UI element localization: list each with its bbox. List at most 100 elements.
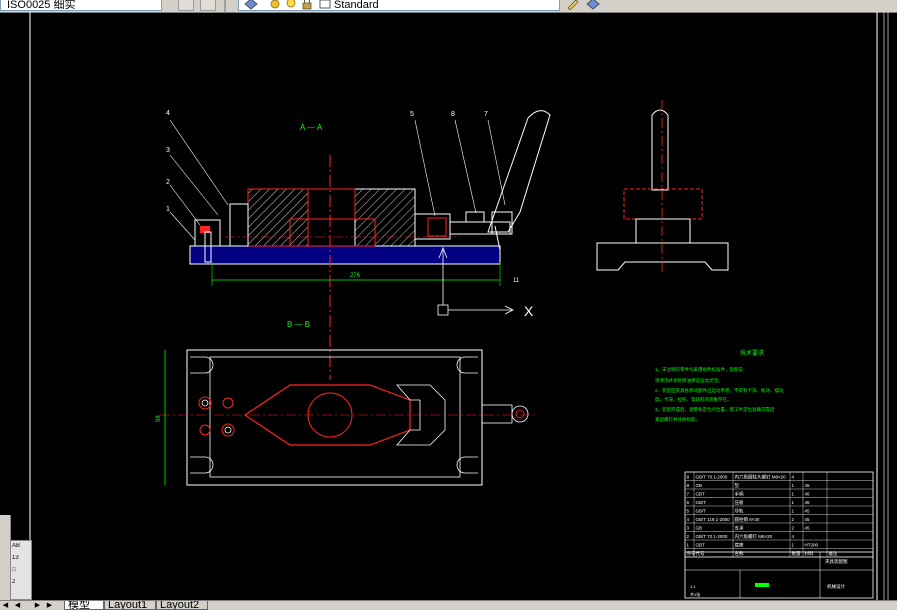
bolt-2 [222, 397, 234, 409]
bom-cell: GB [696, 483, 703, 488]
bom-header-cell: 名称 [735, 550, 744, 557]
prev-tab-icon[interactable]: ◀ [14, 602, 21, 609]
palette-row-3[interactable]: □ [12, 567, 16, 573]
bom-cell: 5 [687, 509, 690, 514]
bom-cell: 8 [687, 483, 690, 488]
bom-cell: 2 [792, 517, 795, 522]
bom-cell: 3 [687, 526, 690, 531]
clamp-jaw [396, 384, 446, 446]
base-plate [189, 245, 501, 265]
ucs-x-label: X [524, 303, 534, 319]
properties-icon[interactable] [566, 0, 580, 10]
layer-combo[interactable]: ISO0025 细实 [0, 0, 172, 11]
tech-line-3: 2、装配后夹具各移动部件应运动平稳，不得有卡滞、松动、摆动 [655, 387, 784, 394]
workpiece-top [307, 188, 356, 220]
leader-2 [169, 184, 201, 226]
title-block: 夹具装配图 机械设计 1:1 共1张 [684, 551, 874, 599]
bom-cell: 底座 [735, 542, 744, 549]
bom-cell: 1 [792, 500, 795, 505]
section-aa-label: A — A [300, 123, 323, 132]
tech-line-6: 紧固螺钉并涂防松胶。 [655, 416, 700, 423]
side-base [596, 242, 729, 271]
nut [465, 211, 485, 223]
bom-cell: 圆柱销 6×30 [735, 516, 760, 523]
left-clamp-block [247, 188, 309, 247]
layer-previous-icon[interactable] [178, 0, 194, 11]
tech-line-5: 3、装配完成后，调整各定位点位置，使工件定位准确可靠后 [655, 406, 775, 413]
bom-header-cell: 序号 [687, 550, 696, 557]
text-style-combo[interactable]: Standard [238, 0, 560, 11]
tech-line-2: 须清洗并涂防锈油保证运动灵活。 [655, 377, 723, 384]
bom-header-cell: 代号 [696, 550, 705, 557]
bom-cell: 1 [792, 543, 795, 548]
slot-bottom-left [190, 456, 214, 474]
leader-3 [169, 154, 219, 216]
slot-bottom-right [456, 456, 478, 474]
palette-row-2[interactable]: 13 [12, 555, 19, 561]
next-tab-icon[interactable]: ▶ [34, 602, 41, 609]
status-bar-green [755, 583, 769, 587]
knob-center [515, 409, 525, 419]
layout-tab-bar: ◀ ◀ ▶ ▶ 模型 Layout1 Layout2 [0, 600, 897, 610]
bom-cell: 4 [792, 475, 795, 480]
layer-manager-icon[interactable] [200, 0, 216, 11]
bom-cell: 1 [792, 483, 795, 488]
sun-icon[interactable] [268, 0, 282, 10]
bulb-icon[interactable] [284, 0, 298, 10]
drawing-canvas[interactable]: A — A 276 [0, 12, 897, 600]
color-control-icon[interactable] [244, 0, 258, 10]
dimension-length-text: 276 [350, 273, 361, 279]
ucs-x-arrow-icon [504, 305, 514, 315]
locating-pin [200, 226, 210, 233]
bolt-3 [199, 424, 211, 436]
palette-row-4[interactable]: 2 [12, 579, 16, 585]
dimension-width-text: 98 [156, 415, 162, 422]
bom-cell: 45 [805, 517, 811, 522]
leader-5 [414, 119, 436, 217]
knob-icon [511, 405, 529, 423]
title-name: 夹具装配图 [825, 558, 848, 565]
ucs-origin-icon [437, 304, 449, 316]
leader-8 [454, 119, 477, 214]
bom-cell: 6 [687, 500, 690, 505]
lock-icon[interactable] [300, 0, 314, 10]
toolbar-separator [224, 0, 226, 12]
left-stop [194, 219, 221, 247]
bom-cell: 1 [792, 492, 795, 497]
bom-header-cell: 备注 [829, 550, 838, 557]
screw-housing [481, 404, 513, 424]
bolt-1-inner [201, 399, 209, 407]
handle-hub [491, 211, 513, 235]
bom-cell: GB/T [696, 500, 707, 505]
first-tab-icon[interactable]: ◀ [2, 602, 9, 609]
bom-cell: 2 [687, 534, 690, 539]
top-view: B — B 98 [156, 320, 535, 486]
bom-cell: 内六角螺钉 M6×20 [735, 533, 773, 540]
leader-label-7: 7 [484, 111, 488, 118]
bom-cell: GB [696, 526, 703, 531]
section-bb-label: B — B [287, 320, 310, 329]
slot-top-right [456, 356, 478, 374]
side-workpiece [623, 188, 703, 220]
bolt-4-inner [224, 426, 232, 434]
leader-label-11: 11 [513, 278, 520, 284]
bom-cell: HT200 [805, 543, 819, 548]
leader-label-1: 1 [166, 206, 170, 213]
match-icon[interactable] [318, 0, 332, 10]
title-sheet: 共1张 [690, 591, 700, 597]
workpiece-body [289, 218, 376, 247]
bom-cell: 压板 [735, 499, 744, 506]
last-tab-icon[interactable]: ▶ [46, 602, 53, 609]
base-inner [209, 356, 461, 478]
title-scale: 1:1 [690, 584, 696, 589]
properties-palette[interactable]: AB 13 □ 2 [10, 540, 32, 600]
technical-requirements: 技术要求 1、未注明的零件均采用组件标准件，装配前 须清洗并涂防锈油保证运动灵活… [655, 349, 784, 423]
layer-state-icon[interactable] [586, 0, 600, 10]
side-handle [651, 109, 669, 191]
palette-row-1[interactable]: AB [12, 543, 21, 549]
bom-cell: 9 [687, 475, 690, 480]
bom-cell: 4 [687, 517, 690, 522]
right-clamp-block [354, 188, 416, 247]
chevron-down-icon[interactable] [161, 0, 173, 11]
